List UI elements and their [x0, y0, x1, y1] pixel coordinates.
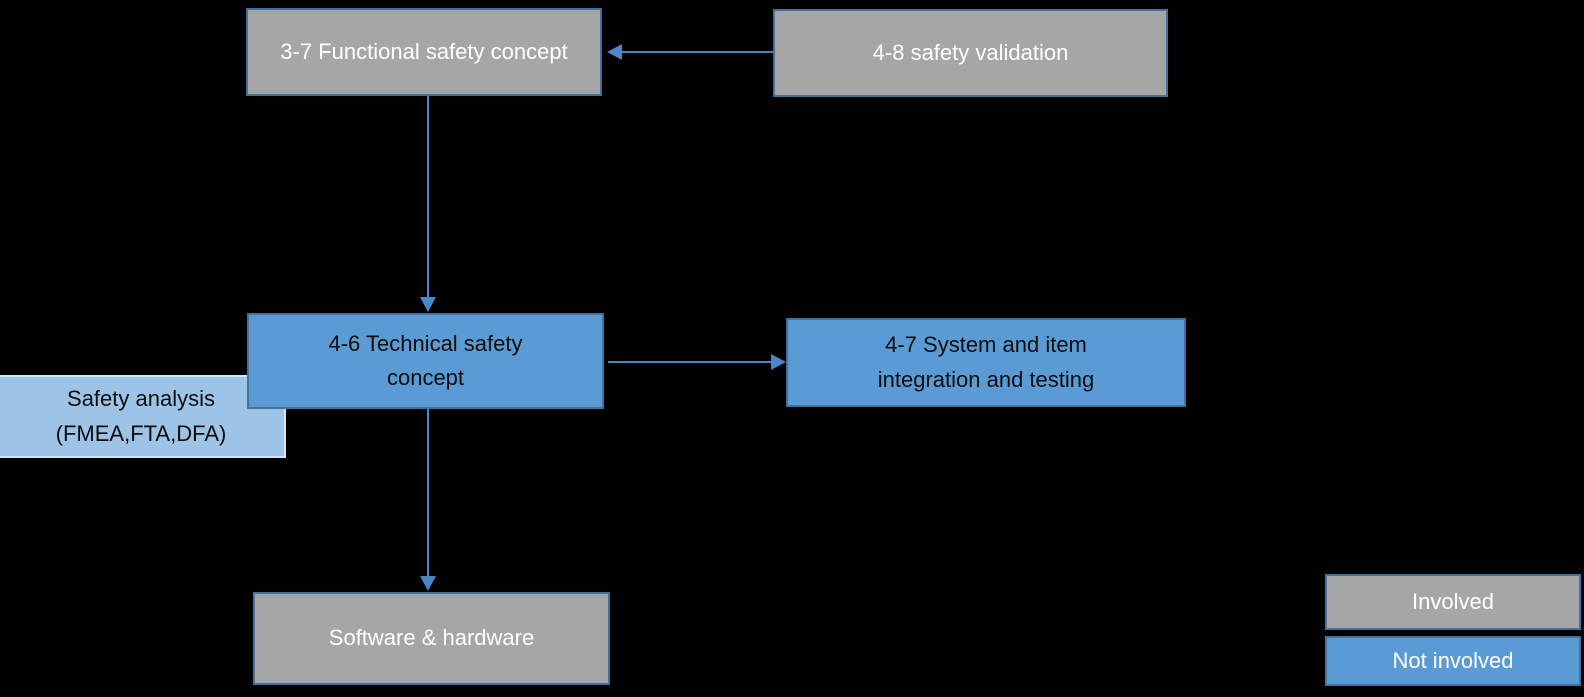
- node-software-hardware: Software & hardware: [253, 592, 610, 685]
- legend-item-involved: Involved: [1325, 574, 1581, 630]
- node-safety-analysis: Safety analysis (FMEA,FTA,DFA): [0, 375, 286, 458]
- node-safety-validation-label: 4-8 safety validation: [872, 39, 1069, 65]
- node-technical-safety-concept-label: 4-6 Technical safety concept: [328, 330, 523, 390]
- node-safety-analysis-label: Safety analysis (FMEA,FTA,DFA): [55, 386, 227, 446]
- legend-item-not-involved: Not involved: [1325, 636, 1581, 686]
- arrow-technical-safety-to-software-hardware: [420, 409, 436, 591]
- node-software-hardware-label: Software & hardware: [328, 625, 535, 651]
- node-safety-validation: 4-8 safety validation: [773, 9, 1168, 97]
- legend-item-not-involved-label: Not involved: [1392, 648, 1514, 673]
- node-functional-safety-concept: 3-7 Functional safety concept: [246, 8, 602, 96]
- node-technical-safety-concept: 4-6 Technical safety concept: [247, 313, 604, 409]
- arrow-functional-safety-to-technical-safety: [420, 96, 436, 312]
- legend-item-involved-label: Involved: [1412, 589, 1494, 614]
- arrow-safety-validation-to-functional-safety: [607, 44, 773, 60]
- arrow-technical-safety-to-system-integration: [608, 354, 786, 370]
- node-functional-safety-concept-label: 3-7 Functional safety concept: [280, 38, 568, 64]
- node-system-integration-testing-label: 4-7 System and item integration and test…: [877, 332, 1095, 392]
- node-system-integration-testing: 4-7 System and item integration and test…: [786, 318, 1186, 407]
